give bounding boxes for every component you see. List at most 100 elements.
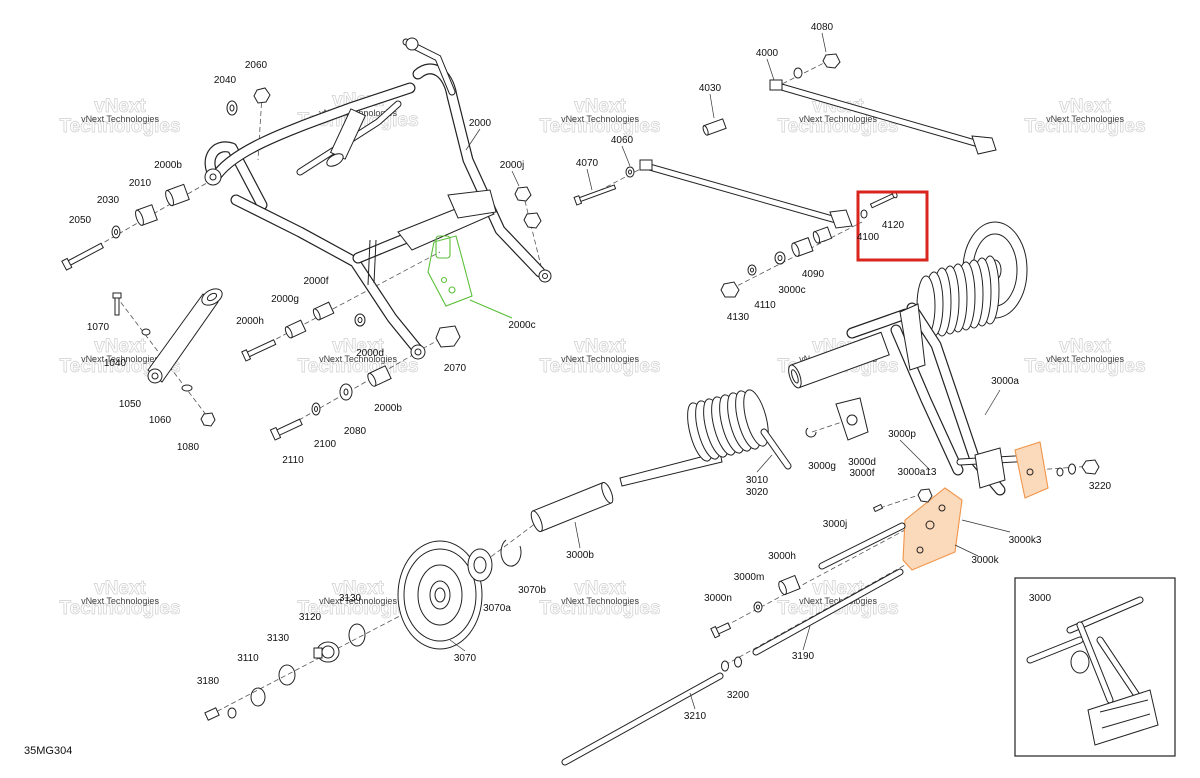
callout-3220: 3220 [1089, 481, 1112, 492]
callout-3000p: 3000p [888, 429, 916, 440]
callout-2000: 2000 [469, 118, 492, 129]
callout-2000h: 2000h [236, 316, 264, 327]
callout-3190: 3190 [792, 651, 815, 662]
watermark-small: vNext Technologies [81, 114, 159, 124]
rods-lower [565, 526, 902, 762]
tube-3000b [530, 481, 614, 533]
callout-2050: 2050 [69, 215, 92, 226]
callout-2110: 2110 [282, 455, 304, 466]
callout-1040: 1040 [104, 358, 127, 369]
callout-3000d: 3000d [848, 457, 876, 468]
watermark-big-line2: Technologies [1024, 356, 1145, 377]
hardware-4090-4130 [720, 226, 833, 298]
rod-4000 [702, 53, 997, 155]
callout-3070: 3070 [454, 653, 477, 664]
spring-main [916, 255, 1000, 337]
watermark-small: vNext Technologies [319, 596, 397, 606]
callout-3000c: 3000c [778, 285, 805, 296]
callout-3000f: 3000f [849, 468, 874, 479]
callout-3000a: 3000a [991, 376, 1019, 387]
watermark-big-line2: Technologies [539, 598, 660, 619]
callout-2000f: 2000f [303, 276, 328, 287]
spring-3010 [619, 389, 792, 487]
watermark-big-line1: vNext [1059, 336, 1111, 357]
callout-3110: 3110 [237, 653, 259, 664]
hardware-2000-middle [241, 301, 461, 441]
watermark-big-line2: Technologies [1024, 116, 1145, 137]
callout-1080: 1080 [177, 442, 200, 453]
hardware-3000-right [805, 397, 1100, 513]
watermark-big-line1: vNext [1059, 96, 1111, 117]
plate-3000k [902, 441, 1049, 571]
callout-4110: 4110 [754, 300, 776, 311]
diagram-code: 35MG304 [24, 745, 72, 757]
link-arm-1050 [112, 288, 223, 427]
callout-3000j: 3000j [823, 519, 847, 530]
callout-2000g: 2000g [271, 294, 299, 305]
watermark-small: vNext Technologies [1046, 114, 1124, 124]
wheel-3070 [397, 540, 483, 650]
callout-2080: 2080 [344, 426, 367, 437]
callout-3000k: 3000k [971, 555, 999, 566]
watermark-big-line2: Technologies [59, 598, 180, 619]
watermark-small: vNext Technologies [561, 114, 639, 124]
callout-4090: 4090 [802, 269, 825, 280]
callout-3000b: 3000b [566, 550, 594, 561]
inset-view: 3000 [1014, 577, 1176, 757]
callout-3130: 3130 [339, 593, 362, 604]
watermark-big-line2: Technologies [539, 116, 660, 137]
callout-3000n: 3000n [704, 593, 732, 604]
watermark-small: vNext Technologies [561, 596, 639, 606]
callout-3010: 3010 [746, 475, 769, 486]
watermark-big-line2: Technologies [539, 356, 660, 377]
callout-4130: 4130 [727, 312, 750, 323]
callout-2000j: 2000j [500, 160, 524, 171]
watermark-small: vNext Technologies [1046, 354, 1124, 364]
callout-4030: 4030 [699, 83, 722, 94]
watermark-big-line1: vNext [94, 336, 146, 357]
callout-3000m: 3000m [734, 572, 765, 583]
callout-3000g: 3000g [808, 461, 836, 472]
callout-3000a13: 3000a13 [898, 467, 937, 478]
callout-2100: 2100 [314, 439, 337, 450]
callout-4000: 4000 [756, 48, 779, 59]
watermark-small: vNext Technologies [81, 354, 159, 364]
watermark-small: vNext Technologies [799, 114, 877, 124]
watermark-big-line1: vNext [812, 578, 864, 599]
callout-4120: 4120 [882, 220, 905, 231]
callout-2000b-lower: 2000b [374, 403, 402, 414]
callout-3020: 3020 [746, 487, 769, 498]
callout-3200: 3200 [727, 690, 750, 701]
watermark-big-line2: Technologies [777, 116, 898, 137]
clamp-3120 [313, 641, 340, 663]
watermark-small: vNext Technologies [319, 354, 397, 364]
callout-1050: 1050 [119, 399, 142, 410]
callout-2040: 2040 [214, 75, 237, 86]
callout-4060: 4060 [611, 135, 634, 146]
watermark-small: vNext Technologies [561, 354, 639, 364]
callout-2000d: 2000d [356, 348, 384, 359]
callout-4100: 4100 [857, 232, 880, 243]
callout-2000b: 2000b [154, 160, 182, 171]
callout-2070: 2070 [444, 363, 467, 374]
callout-labels: 4080 4000 4030 4060 4070 4120 4100 4090 … [69, 22, 1112, 722]
frame-2000 [204, 37, 552, 360]
watermark-big-line1: vNext [574, 96, 626, 117]
callout-3070a: 3070a [483, 603, 511, 614]
watermark-small: vNext Technologies [81, 596, 159, 606]
callout-4080: 4080 [811, 22, 834, 33]
callout-3000k3: 3000k3 [1009, 535, 1042, 546]
callout-2010: 2010 [129, 178, 152, 189]
callout-1070: 1070 [87, 322, 110, 333]
pin-4120 [860, 191, 898, 219]
hardware-2000-left [61, 87, 542, 271]
callout-3180: 3180 [197, 676, 220, 687]
callout-2000c: 2000c [508, 320, 535, 331]
callout-3210: 3210 [684, 711, 707, 722]
watermark-big-line2: Technologies [59, 116, 180, 137]
